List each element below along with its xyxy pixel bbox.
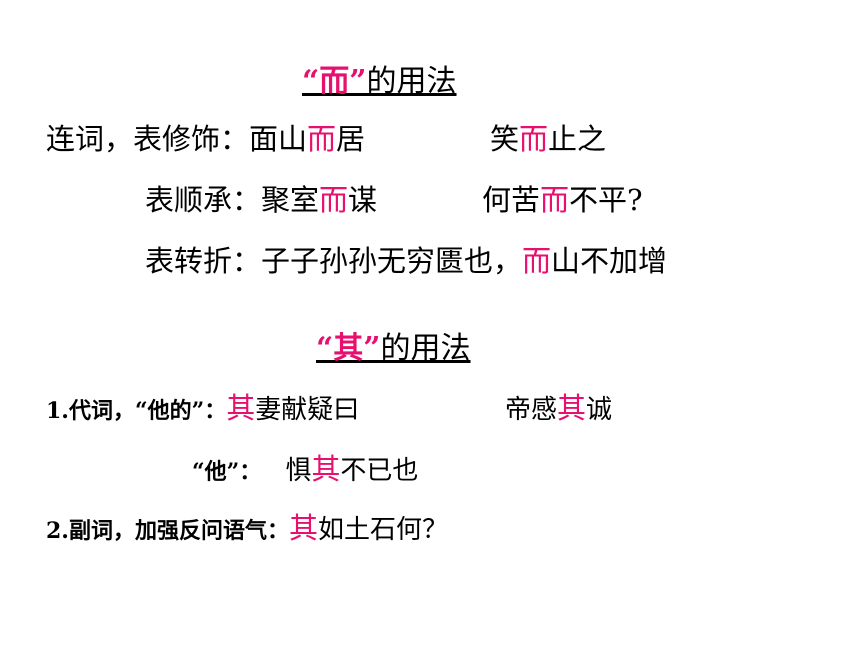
er-row3-label: 表转折： <box>145 244 262 278</box>
er-row2-label: 表顺承： <box>145 183 262 217</box>
qi-row1-ex1-post: 妻献疑曰 <box>255 395 360 425</box>
qi-row2-label: “他”： <box>192 459 262 485</box>
er-row3-ex1-highlight: 而 <box>522 244 552 278</box>
er-title-rest: 的用法 <box>366 64 457 99</box>
qi-row3-ex1-highlight: 其 <box>288 511 318 545</box>
er-row2-ex1-post: 谋 <box>348 183 378 217</box>
qi-row1-label: 1.代词，“他的”： <box>46 398 227 424</box>
er-row3-ex1-pre: 子子孙孙无穷匮也， <box>261 244 523 278</box>
er-row2-example2: 何苦而不平? <box>482 177 643 219</box>
er-row2-ex1-pre: 聚室 <box>261 183 320 217</box>
qi-row-pronoun-he: “他”： 惧其不已也 <box>192 446 418 488</box>
qi-row2-ex1-pre: 惧 <box>285 456 312 486</box>
qi-row2-ex1-highlight: 其 <box>311 452 341 486</box>
qi-row3-ex1-post: 如土石何？ <box>317 515 448 545</box>
er-row1-ex2-highlight: 而 <box>519 122 549 156</box>
qi-row3-label: 2.副词，加强反问语气： <box>46 518 289 544</box>
qi-row1-example2: 帝感其诚 <box>505 385 612 427</box>
qi-row2-ex1-post: 不已也 <box>340 456 419 486</box>
er-row1-ex1-highlight: 而 <box>307 122 337 156</box>
er-row1-ex2-pre: 笑 <box>490 122 520 156</box>
er-row2-ex2-highlight: 而 <box>540 183 570 217</box>
er-row-sequence: 表顺承：聚室而谋 <box>145 177 377 219</box>
qi-row1-ex2-pre: 帝感 <box>505 395 558 425</box>
er-title-quoted: “而” <box>302 64 367 99</box>
er-row2-ex2-pre: 何苦 <box>482 183 541 217</box>
qi-row-adverb: 2.副词，加强反问语气：其如土石何？ <box>46 505 448 547</box>
er-row1-ex2-post: 止之 <box>548 122 607 156</box>
er-row1-ex1-pre: 面山 <box>249 122 308 156</box>
er-row-contrast: 表转折：子子孙孙无穷匮也，而山不加增 <box>145 238 667 280</box>
er-row-modifier: 连词，表修饰：面山而居 <box>46 116 365 158</box>
qi-title-rest: 的用法 <box>380 331 471 366</box>
er-row1-example2: 笑而止之 <box>490 116 606 158</box>
qi-row1-ex2-post: 诚 <box>586 395 613 425</box>
qi-title-quoted: “其” <box>316 331 381 366</box>
er-row1-ex1-post: 居 <box>336 122 366 156</box>
qi-row1-ex2-highlight: 其 <box>557 391 587 425</box>
qi-row1-ex1-highlight: 其 <box>226 391 256 425</box>
er-section-title: “而”的用法 <box>302 56 457 100</box>
er-row2-ex1-highlight: 而 <box>319 183 349 217</box>
qi-section-title: “其”的用法 <box>316 323 471 367</box>
er-row1-label: 连词，表修饰： <box>46 122 250 156</box>
er-row2-ex2-post: 不平? <box>569 183 643 217</box>
er-row3-ex1-post: 山不加增 <box>551 244 668 278</box>
qi-row-pronoun-possessive: 1.代词，“他的”：其妻献疑曰 <box>46 385 359 427</box>
